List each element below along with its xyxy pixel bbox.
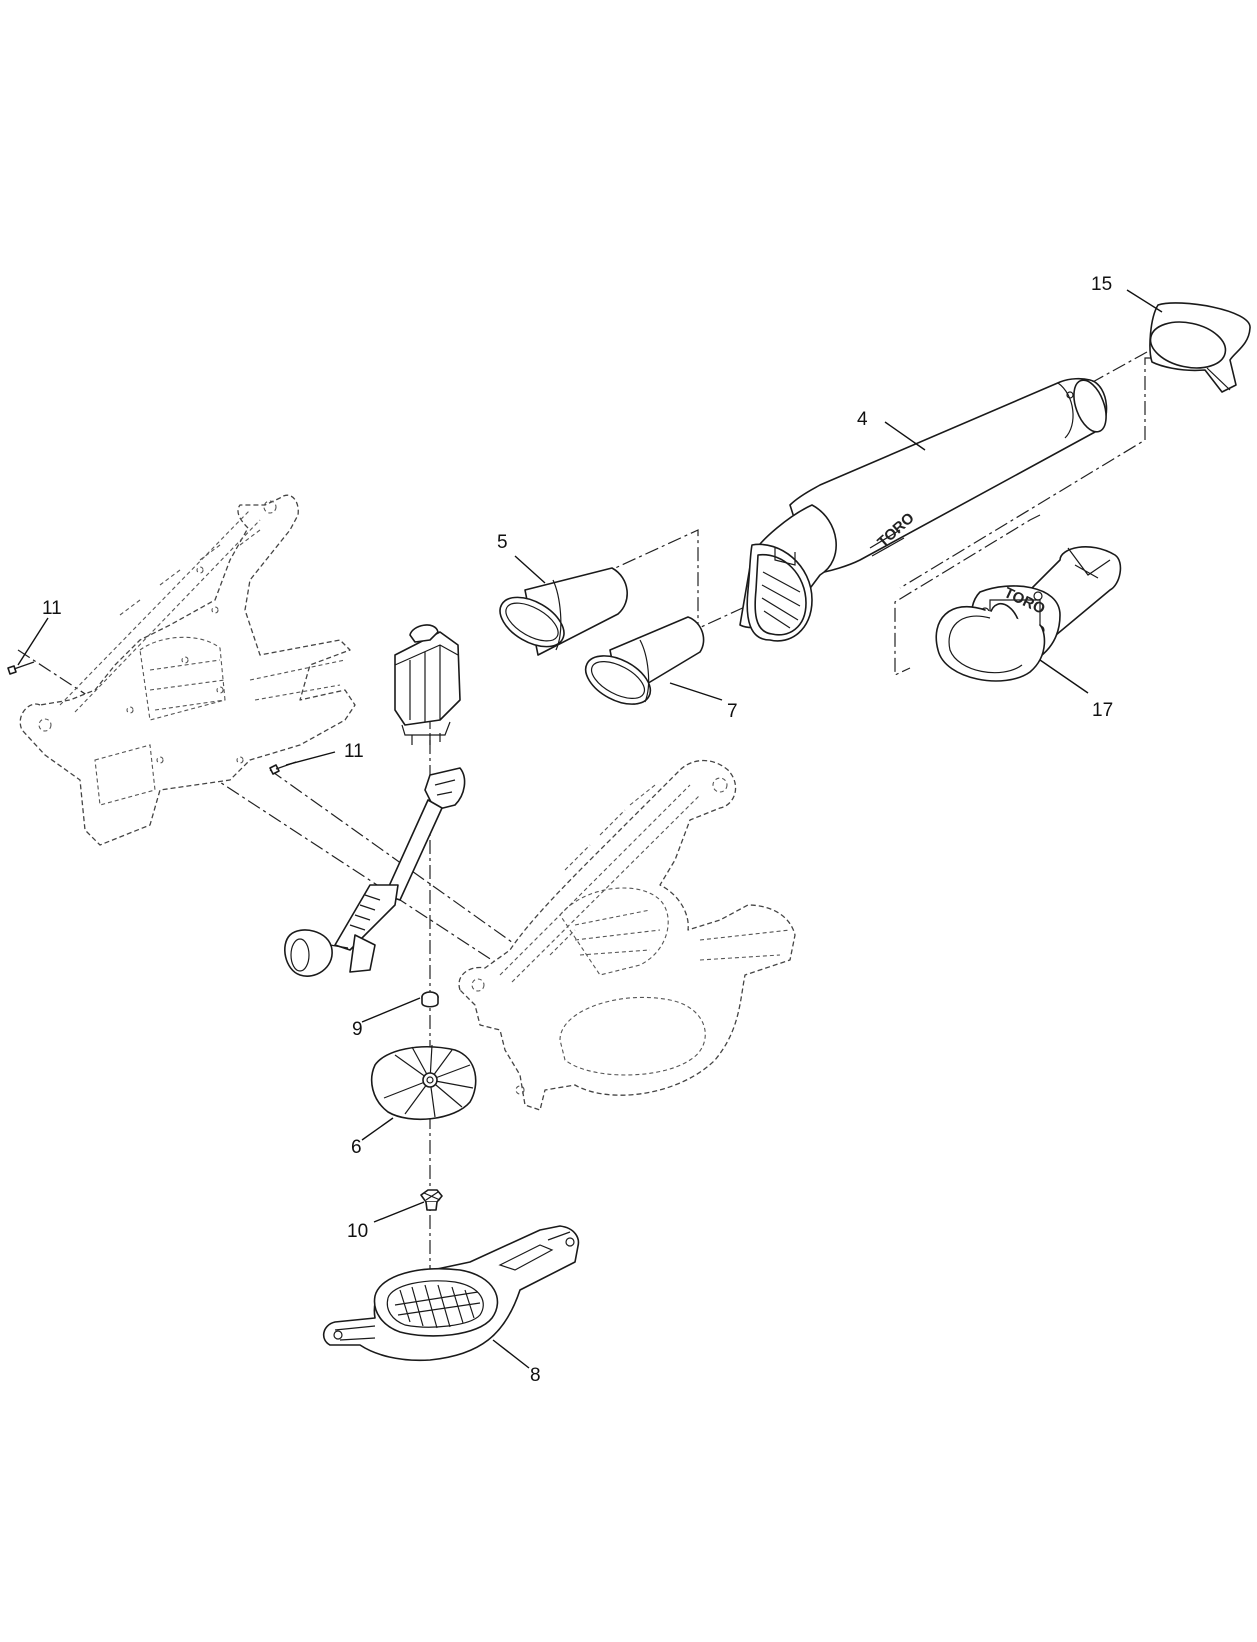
switch-cord-assembly bbox=[284, 767, 466, 977]
part-9-bushing bbox=[421, 991, 439, 1008]
callout-4: 4 bbox=[857, 409, 868, 430]
right-housing-half bbox=[458, 759, 796, 1111]
part-10-nut bbox=[420, 1189, 443, 1211]
callout-8: 8 bbox=[530, 1365, 541, 1386]
callout-17: 17 bbox=[1092, 700, 1113, 721]
callout-11-right: 11 bbox=[344, 741, 364, 762]
leader-lines bbox=[17, 289, 1163, 1369]
callout-6: 6 bbox=[351, 1137, 362, 1158]
part-4-blower-tube: TORO bbox=[739, 377, 1108, 642]
part-8-bottom-housing bbox=[322, 1225, 580, 1362]
callout-10: 10 bbox=[347, 1221, 368, 1242]
motor-assembly bbox=[394, 624, 461, 745]
part-6-impeller-fan bbox=[371, 1044, 477, 1121]
callout-9: 9 bbox=[352, 1019, 363, 1040]
callout-11-left: 11 bbox=[42, 598, 62, 619]
part-11-screw-left bbox=[7, 661, 35, 675]
callout-15: 15 bbox=[1091, 274, 1112, 295]
left-housing-half bbox=[19, 494, 356, 846]
callout-numbers: 15 4 5 7 17 11 11 9 6 10 8 bbox=[42, 274, 1113, 1386]
part-7-concentrator-nozzle bbox=[584, 616, 705, 705]
callout-7: 7 bbox=[727, 701, 738, 722]
part-15-tube-clip bbox=[1149, 302, 1251, 393]
part-5-oval-nozzle bbox=[499, 567, 628, 656]
part-17-cord-retainer: TORO bbox=[935, 546, 1122, 682]
callout-5: 5 bbox=[497, 532, 508, 553]
